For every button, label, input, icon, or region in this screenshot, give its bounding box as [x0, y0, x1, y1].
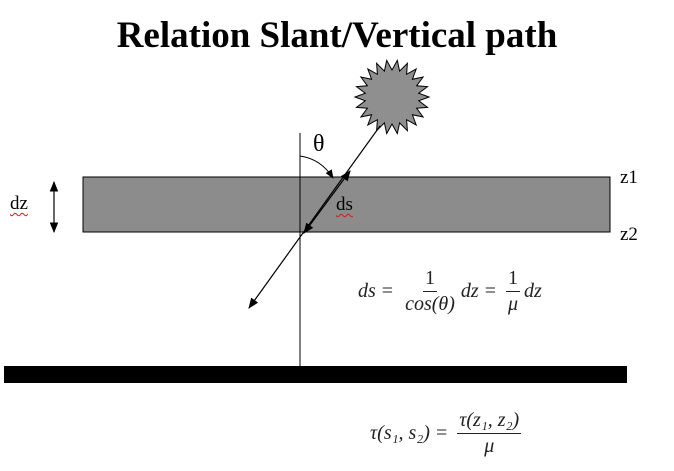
eq1-frac2-denominator: μ — [507, 293, 519, 315]
ds-arrow — [303, 170, 351, 234]
eq1-frac1-numerator: 1 — [422, 268, 437, 292]
z2-label: z2 — [620, 224, 638, 245]
slide-title: Relation Slant/Vertical path — [116, 15, 558, 56]
ds-label: ds — [336, 194, 353, 215]
eq1-lhs: ds — [358, 280, 376, 302]
eq2-fraction: τ(z₁, z₂) μ — [457, 410, 522, 457]
eq2-numerator: τ(z₁, z₂) — [457, 410, 522, 434]
eq1-rhs: dz — [524, 280, 542, 302]
eq1-fraction-mu: 1 μ — [505, 268, 520, 315]
eq2-equals: = — [435, 422, 448, 444]
ground-surface — [4, 366, 627, 383]
eq1-equals-2: = — [484, 280, 496, 302]
z1-label: z1 — [620, 167, 638, 188]
sun-icon — [353, 58, 431, 136]
eq2-lhs: τ(s₁, s₂) — [370, 422, 430, 444]
dz-label: dz — [10, 193, 28, 214]
optical-depth-equation: τ(s₁, s₂) = τ(z₁, z₂) μ — [370, 410, 525, 457]
eq2-denominator: μ — [484, 435, 495, 457]
slant-vertical-equation: ds = 1 cos(θ) dz = 1 μ dz — [358, 268, 542, 315]
eq1-equals: = — [381, 280, 394, 302]
theta-label: θ — [313, 131, 325, 157]
eq1-frac1-denominator: cos(θ) — [405, 293, 455, 315]
eq1-mid: dz — [460, 280, 479, 302]
eq1-fraction-cos: 1 cos(θ) — [403, 268, 457, 315]
theta-arc — [299, 155, 334, 179]
eq1-frac2-numerator: 1 — [505, 268, 520, 292]
